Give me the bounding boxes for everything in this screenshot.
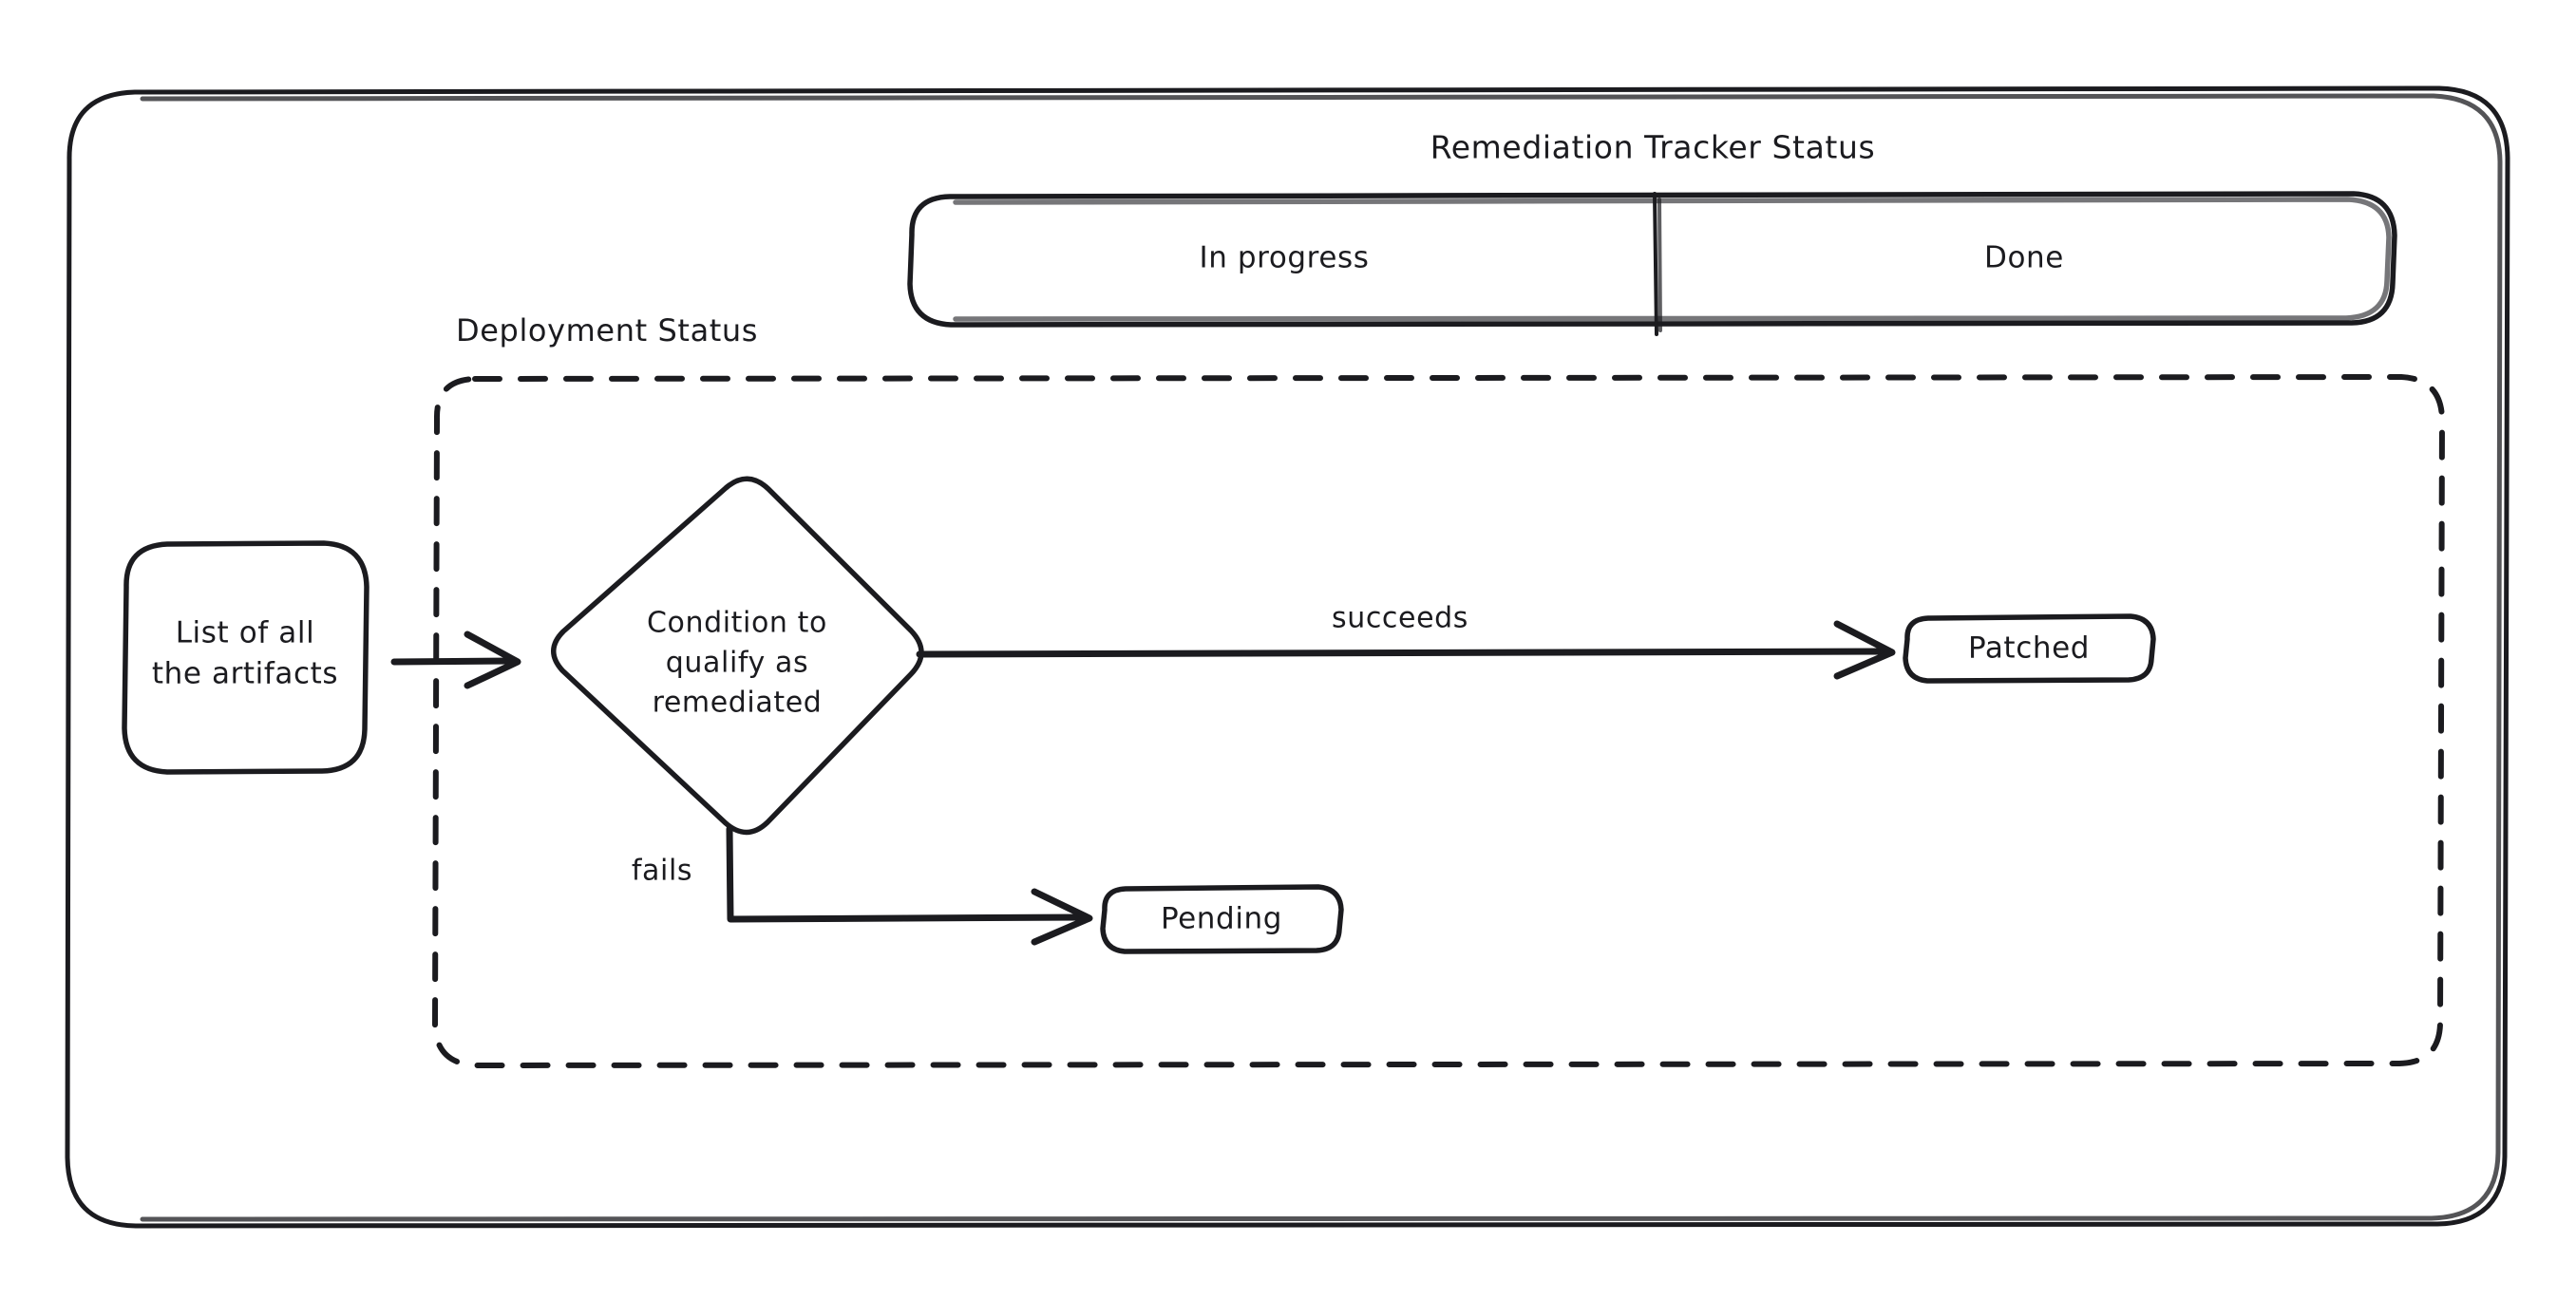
node-label-line: the artifacts xyxy=(152,657,338,691)
edge-label-succeeds: succeeds xyxy=(1332,602,1468,635)
deployment-status-group-label: Deployment Status xyxy=(456,312,758,348)
node-list-of-artifacts[interactable]: List of all the artifacts xyxy=(122,540,369,775)
edge-condition-to-patched: succeeds xyxy=(916,602,1896,680)
tracker-status-bar: In progress Done xyxy=(907,191,2397,336)
node-pending[interactable]: Pending xyxy=(1100,884,1344,954)
tracker-cell-done[interactable]: Done xyxy=(1984,241,2064,275)
node-label-line: remediated xyxy=(653,687,823,720)
tracker-title: Remediation Tracker Status xyxy=(1430,129,1876,166)
node-condition-diamond[interactable]: Condition to qualify as remediated xyxy=(551,476,924,836)
node-label-patched: Patched xyxy=(1968,631,2090,666)
deployment-status-container xyxy=(432,374,2445,1068)
edge-label-fails: fails xyxy=(632,855,692,888)
node-label-line: List of all xyxy=(176,616,315,650)
edge-condition-to-pending: fails xyxy=(632,825,1093,946)
node-label-line: qualify as xyxy=(666,647,808,680)
tracker-cell-in-progress[interactable]: In progress xyxy=(1199,241,1369,275)
node-label-line: Condition to xyxy=(647,607,827,640)
node-patched[interactable]: Patched xyxy=(1903,613,2156,684)
edge-artifacts-to-condition xyxy=(390,631,521,689)
node-label-pending: Pending xyxy=(1161,902,1282,936)
outer-frame xyxy=(65,85,2510,1229)
